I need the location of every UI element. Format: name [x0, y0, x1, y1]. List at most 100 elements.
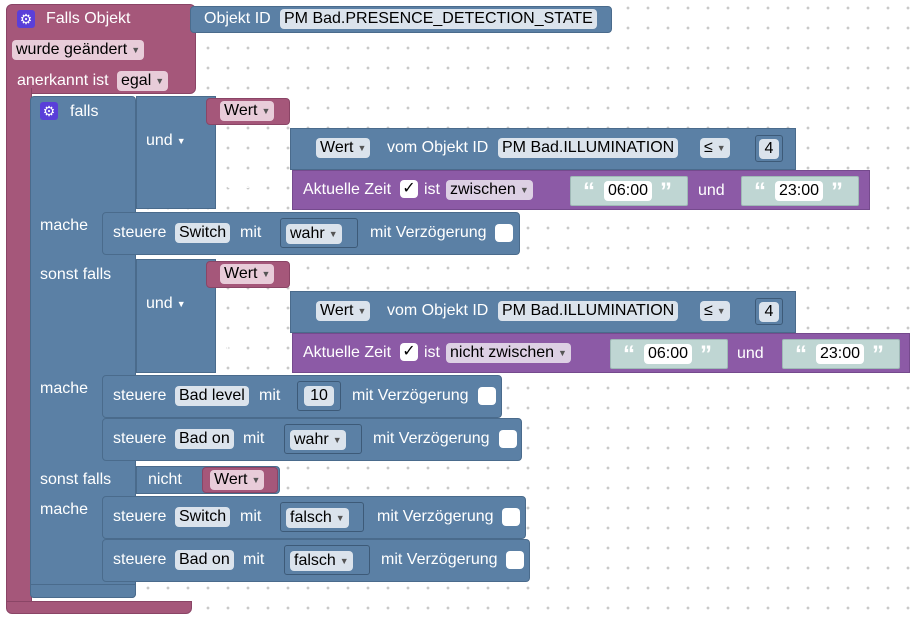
event-title: Falls Objekt [46, 10, 131, 27]
dropdown-arrow-icon: ▼ [256, 179, 266, 189]
wert-of-dropdown-1[interactable]: Wert▼ [316, 138, 371, 158]
number-field-1[interactable]: 4 [759, 139, 779, 159]
delay-checkbox[interactable] [502, 508, 520, 526]
wert-of-dropdown-2[interactable]: Wert▼ [316, 301, 371, 321]
set-target-field[interactable]: Bad on [175, 429, 234, 449]
event-block-left-bar [6, 88, 32, 608]
time-start-field-1[interactable]: 06:00 [604, 181, 653, 201]
set-value-dropdown[interactable]: falsch▼ [290, 551, 353, 571]
ack-dropdown[interactable]: egal▼ [117, 71, 169, 91]
delay-label: mit Verzögerung [370, 224, 487, 241]
set-target-field[interactable]: Bad level [175, 386, 249, 406]
quote-open-icon: “ [623, 341, 635, 368]
dropdown-arrow-icon: ▼ [261, 106, 271, 116]
ist-label: ist [424, 181, 440, 198]
steuere-label: steuere [113, 387, 167, 404]
und-time-label: und [698, 182, 725, 199]
checkbox[interactable]: ✓ [400, 180, 418, 198]
time-end-field-2[interactable]: 23:00 [816, 344, 865, 364]
und-dropdown-2b[interactable]: und▼ [222, 337, 270, 357]
steuere-label: steuere [113, 508, 167, 525]
wert-dropdown-3[interactable]: Wert▼ [210, 470, 265, 490]
set-target-field[interactable]: Switch [175, 223, 231, 243]
delay-label: mit Verzögerung [373, 430, 490, 447]
und-label: und [226, 175, 253, 192]
objekt-id-field[interactable]: PM Bad.PRESENCE_DETECTION_STATE [280, 9, 597, 29]
wert-label: Wert [224, 265, 258, 282]
mache-label-3: mache [40, 501, 89, 518]
quote-close-icon: ” [700, 341, 712, 368]
dropdown-arrow-icon: ▼ [131, 45, 141, 55]
wert-label: Wert [214, 471, 248, 488]
delay-checkbox[interactable] [495, 224, 513, 242]
set-target-field[interactable]: Switch [175, 507, 231, 527]
illumination-field-2[interactable]: PM Bad.ILLUMINATION [498, 301, 679, 321]
illumination-field-1[interactable]: PM Bad.ILLUMINATION [498, 138, 679, 158]
falls-label: falls [70, 103, 99, 120]
operator-label: ≤ [704, 139, 713, 156]
vom-objekt-label: vom Objekt ID [387, 302, 489, 319]
mit-label: mit [243, 430, 265, 447]
operator-dropdown-2[interactable]: ≤▼ [700, 301, 730, 321]
dropdown-arrow-icon: ▼ [339, 556, 349, 566]
value-slot [284, 424, 362, 454]
time-start-field-2[interactable]: 06:00 [644, 344, 693, 364]
dropdown-arrow-icon: ▼ [357, 143, 367, 153]
gear-icon[interactable]: ⚙ [40, 102, 58, 120]
und-dropdown-1[interactable]: und▼ [142, 131, 190, 151]
steuere-label: steuere [113, 430, 167, 447]
quote-close-icon: ” [660, 178, 672, 205]
wert-label: Wert [320, 302, 354, 319]
time-mode-label: nicht zwischen [450, 344, 555, 361]
dropdown-arrow-icon: ▼ [256, 342, 266, 352]
set-value-label: falsch [290, 509, 332, 526]
und-dropdown-2[interactable]: und▼ [142, 294, 190, 314]
set-value-dropdown[interactable]: wahr▼ [290, 430, 346, 450]
and-block-1[interactable] [136, 96, 216, 209]
und-dropdown-1b[interactable]: und▼ [222, 174, 270, 194]
quote-close-icon: ” [831, 178, 843, 205]
time-mode-dropdown-2[interactable]: nicht zwischen▼ [446, 343, 571, 363]
checkbox[interactable]: ✓ [400, 343, 418, 361]
vom-objekt-label: vom Objekt ID [387, 139, 489, 156]
sonst-falls-label-2: sonst falls [40, 471, 112, 488]
value-slot [297, 381, 341, 411]
mit-label: mit [240, 224, 262, 241]
set-value-label: falsch [294, 552, 336, 569]
number-slot-1 [755, 135, 783, 162]
time-end-field-1[interactable]: 23:00 [775, 181, 824, 201]
set-value-label: wahr [290, 225, 325, 242]
delay-checkbox[interactable] [499, 430, 517, 448]
delay-label: mit Verzögerung [377, 508, 494, 525]
number-field-2[interactable]: 4 [759, 302, 779, 322]
set-value-dropdown[interactable]: wahr▼ [286, 224, 342, 244]
wert-dropdown-1[interactable]: Wert▼ [220, 101, 275, 121]
dropdown-arrow-icon: ▼ [176, 299, 186, 309]
set-value-number[interactable]: 10 [304, 386, 334, 406]
aktuelle-zeit-label: Aktuelle Zeit [303, 181, 392, 198]
trigger-dropdown[interactable]: wurde geändert▼ [12, 40, 145, 60]
set-target-field[interactable]: Bad on [175, 550, 234, 570]
wert-dropdown-2[interactable]: Wert▼ [220, 264, 275, 284]
aktuelle-zeit-label: Aktuelle Zeit [303, 344, 392, 361]
und-time-label: und [737, 345, 764, 362]
set-value-dropdown[interactable]: falsch▼ [286, 508, 349, 528]
steuere-label: steuere [113, 551, 167, 568]
operator-dropdown-1[interactable]: ≤▼ [700, 138, 730, 158]
number-slot-2 [755, 298, 783, 325]
dropdown-arrow-icon: ▼ [251, 475, 261, 485]
dropdown-arrow-icon: ▼ [519, 185, 529, 195]
und-label: und [146, 132, 173, 149]
time-mode-dropdown-1[interactable]: zwischen▼ [446, 180, 533, 200]
delay-checkbox[interactable] [506, 551, 524, 569]
delay-checkbox[interactable] [478, 387, 496, 405]
dropdown-arrow-icon: ▼ [176, 136, 186, 146]
mache-label-1: mache [40, 217, 89, 234]
wert-label: Wert [320, 139, 354, 156]
dropdown-arrow-icon: ▼ [558, 348, 567, 358]
and-block-2[interactable] [136, 259, 216, 373]
mit-label: mit [240, 508, 262, 525]
gear-icon[interactable]: ⚙ [17, 10, 35, 28]
quote-open-icon: “ [795, 341, 807, 368]
time-mode-label: zwischen [450, 181, 516, 198]
